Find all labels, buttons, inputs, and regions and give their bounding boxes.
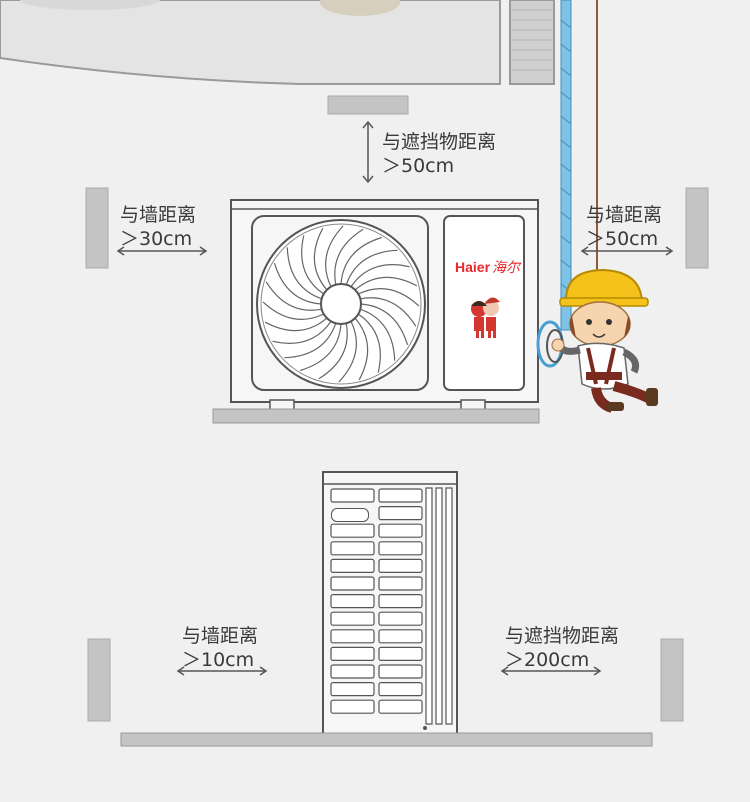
arrow-right-top [580,246,674,256]
arrow-left-bottom [176,666,268,676]
label-top-above: 与遮挡物距离 ＞50cm [382,130,496,178]
outdoor-unit-top [230,199,539,411]
wall-block-left-top [85,187,109,269]
building-wall [509,0,555,85]
label-top-left-line2: ＞30cm [120,228,193,250]
arrow-right-bottom [500,666,602,676]
label-bottom-left-line1: 与墙距离 [182,625,259,647]
mount-shelf-top [212,408,540,424]
fan-icon [256,219,426,389]
label-top-right: 与墙距离 ＞50cm [586,203,662,251]
arrow-left-top [116,246,208,256]
ground-slab [120,732,653,747]
label-top-right-line1: 与墙距离 [586,204,663,226]
arrow-vertical [362,120,374,184]
brand-name-en: Haier [455,259,491,275]
label-bottom-right-line1: 与遮挡物距离 [505,625,620,647]
wall-block-right-top [685,187,709,269]
label-top-left: 与墙距离 ＞30cm [120,203,196,251]
label-bottom-right-line2: ＞200cm [505,649,590,671]
label-bottom-left: 与墙距离 ＞10cm [182,624,258,672]
ceiling-shelf [0,0,501,85]
brand-name-cn: 海尔 [492,259,521,275]
ceiling-cloud [20,0,160,10]
brand-mascot-icon [471,297,500,338]
obstruction-block-top [327,95,409,115]
label-top-right-line2: ＞50cm [586,228,659,250]
label-bottom-right: 与遮挡物距离 ＞200cm [505,624,619,672]
label-bottom-left-line2: ＞10cm [182,649,255,671]
label-top-left-line1: 与墙距离 [120,204,197,226]
bottom-unit-badge [331,508,369,522]
worker-icon [536,268,658,413]
label-top-above-line1: 与遮挡物距离 [382,131,497,153]
label-top-above-line2: ＞50cm [382,155,455,177]
obstruction-block-right-bottom [660,638,684,722]
safety-rope [560,0,572,331]
wall-block-left-bottom [87,638,111,722]
